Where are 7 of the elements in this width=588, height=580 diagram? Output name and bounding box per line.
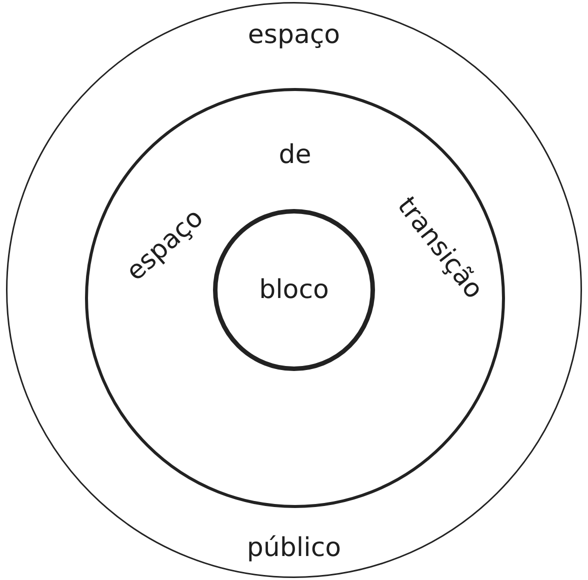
zone-label: bloco [259, 275, 329, 305]
zone-circle [6, 2, 582, 578]
zone-circle [213, 209, 375, 371]
zone-circle [85, 88, 505, 508]
zone-label: público [246, 533, 342, 563]
zone-label: de [278, 140, 312, 170]
zone-label: espaço [248, 20, 340, 50]
